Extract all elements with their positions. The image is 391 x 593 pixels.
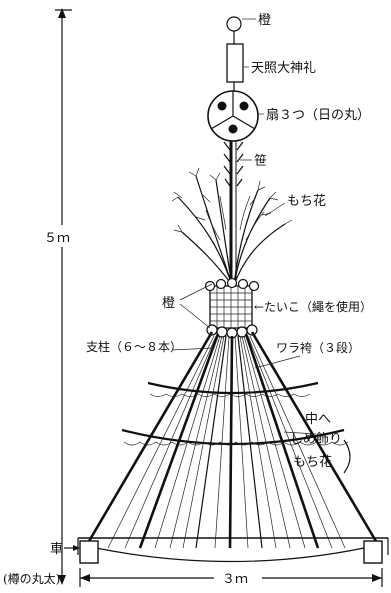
taiko-rope-drum	[179, 277, 260, 339]
width-label: ３ｍ	[222, 572, 248, 587]
straw-skirt	[83, 331, 382, 549]
warabakama-label: ワラ袴（３段）	[276, 340, 360, 355]
daidai-top-label: 橙	[258, 13, 271, 28]
taiko-label: ←たいこ（繩を使用）	[254, 299, 372, 314]
log-right-icon	[363, 540, 383, 564]
height-dimension: ５ｍ	[38, 8, 74, 585]
daidai-top-icon	[226, 16, 242, 32]
mochibana-label: もち花	[287, 193, 326, 209]
amaterasu-talisman-icon	[226, 43, 244, 83]
kuruma-label: 車	[50, 542, 63, 557]
ougi-label: 扇３つ（日の丸）	[266, 107, 370, 123]
bamboo-pole	[223, 141, 252, 292]
base-frame	[64, 537, 389, 564]
width-dimension: ３ｍ	[79, 568, 383, 587]
shimekazari-label: しめ飾り	[290, 432, 342, 447]
daidai-side-label: 橙	[162, 296, 175, 311]
top-ornament	[207, 16, 264, 142]
amaterasu-label: 天照大神礼	[251, 60, 316, 76]
naka-he-label: 中へ	[305, 412, 331, 427]
shichu-label: 支柱（６～８本）	[86, 339, 182, 354]
taru-label: (樽の丸太)	[3, 571, 60, 586]
log-left-icon	[79, 540, 99, 564]
mochibana-branches	[171, 167, 293, 286]
height-label: ５ｍ	[44, 231, 70, 246]
sasa-label: 笹	[254, 153, 267, 169]
fan-disc-icon	[207, 90, 259, 142]
daidai-cluster-icon	[204, 277, 260, 339]
mochibana2-label: もち花	[293, 454, 332, 470]
